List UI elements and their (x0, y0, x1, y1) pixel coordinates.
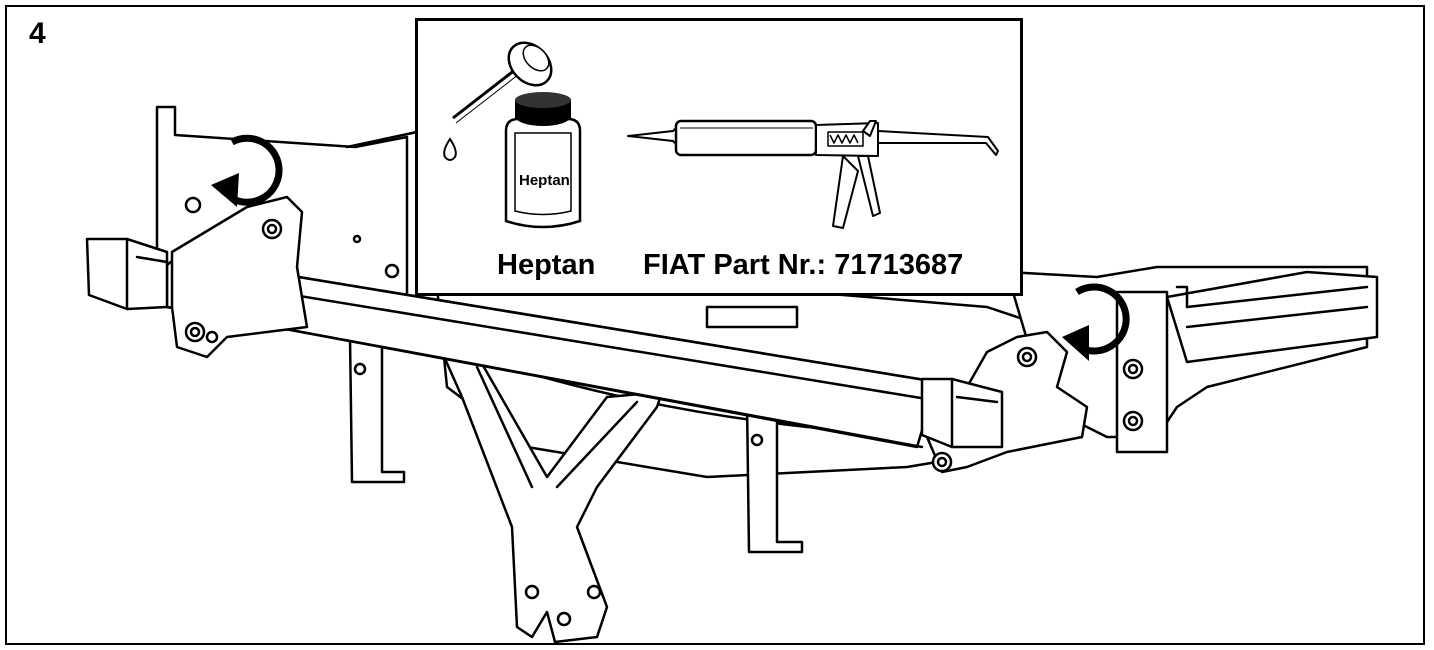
caulking-gun-icon (627, 119, 999, 229)
end-cap-right (920, 377, 1004, 449)
counterclockwise-arrow-icon (1062, 283, 1130, 361)
central-ball-mount (440, 350, 664, 643)
tow-bar-assembly-drawing (85, 105, 1379, 643)
hanging-bracket-left (348, 335, 406, 484)
materials-inset: Heptan Heptan FIAT Part Nr.: 71713687 (415, 18, 1023, 296)
brush-applicator-icon (452, 41, 553, 124)
heptan-bottle-icon (504, 92, 582, 229)
illustration-frame: 4 (5, 5, 1425, 645)
bottle-label: Heptan (519, 172, 570, 189)
step-number: 4 (29, 17, 46, 50)
part-number-caption: FIAT Part Nr.: 71713687 (643, 249, 964, 281)
drop-icon (443, 137, 457, 161)
heptan-caption: Heptan (497, 249, 596, 281)
counterclockwise-arrow-icon (211, 134, 283, 207)
